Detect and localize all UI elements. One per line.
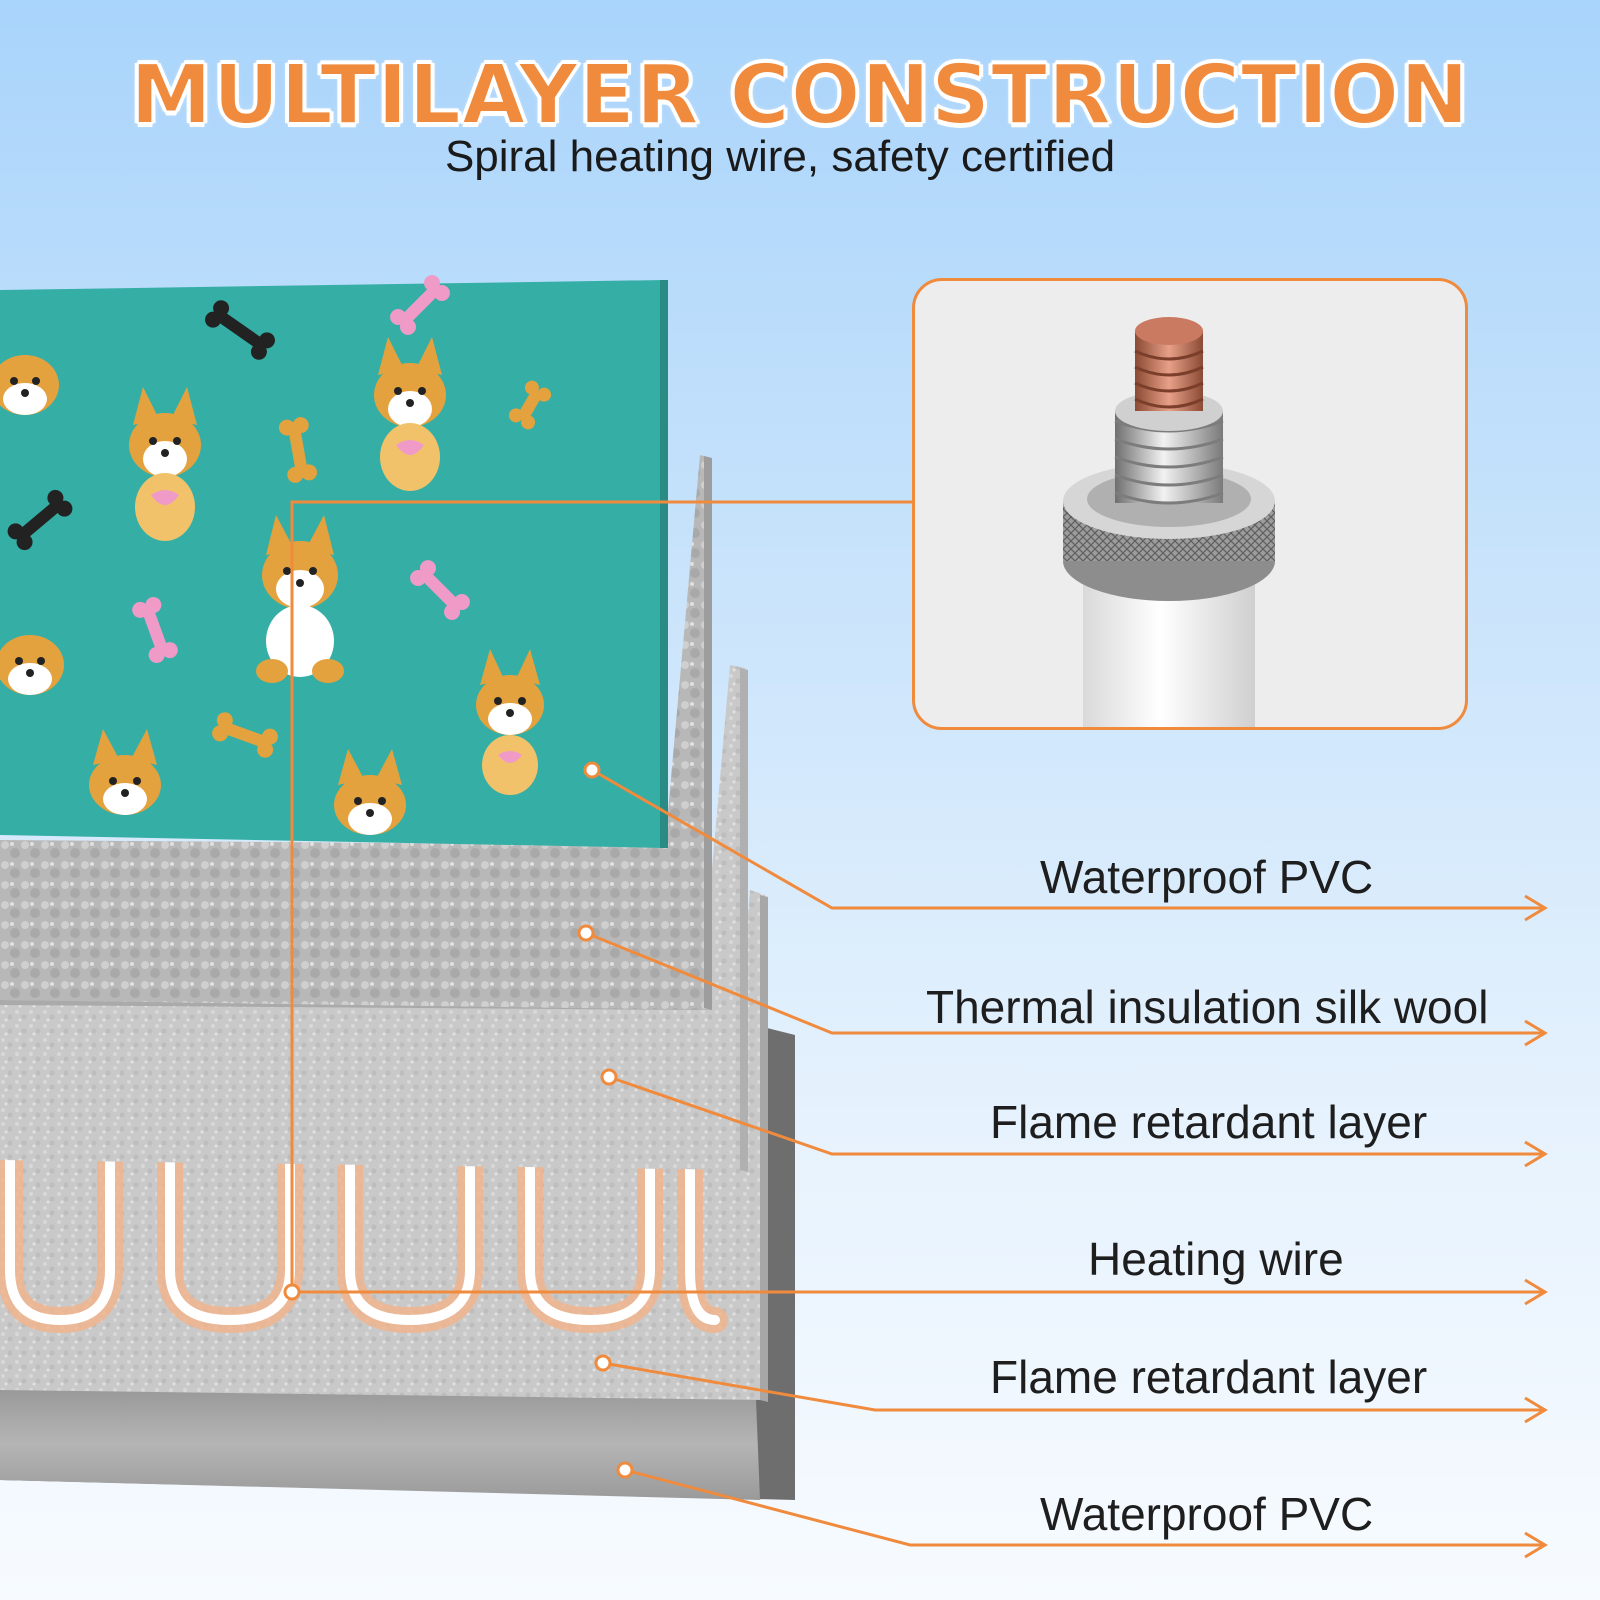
label-flame-retardant-layer-upper: Flame retardant layer [990, 1096, 1428, 1148]
label-heating-wire: Heating wire [1088, 1233, 1344, 1285]
leader-dots [283, 761, 634, 1479]
label-waterproof-pvc-bottom: Waterproof PVC [1040, 1488, 1374, 1540]
arrow-heads [1524, 894, 1548, 1559]
label-flame-retardant-layer-lower: Flame retardant layer [990, 1351, 1428, 1403]
label-waterproof-pvc-top: Waterproof PVC [1040, 851, 1374, 903]
page-title: MULTILAYER CONSTRUCTION [129, 47, 1470, 144]
bone-pattern-icons [7, 275, 552, 758]
corgi-pattern-icons [0, 337, 544, 835]
label-thermal-insulation-silk-wool: Thermal insulation silk wool [926, 981, 1489, 1033]
heating-wire-coils [0, 1127, 728, 1334]
spiral-heating-wire-cable-icon [1063, 317, 1275, 727]
heating-wire-detail-callout [912, 278, 1468, 730]
page-subtitle: Spiral heating wire, safety certified [444, 132, 1116, 181]
leader-lines [290, 500, 1545, 1547]
